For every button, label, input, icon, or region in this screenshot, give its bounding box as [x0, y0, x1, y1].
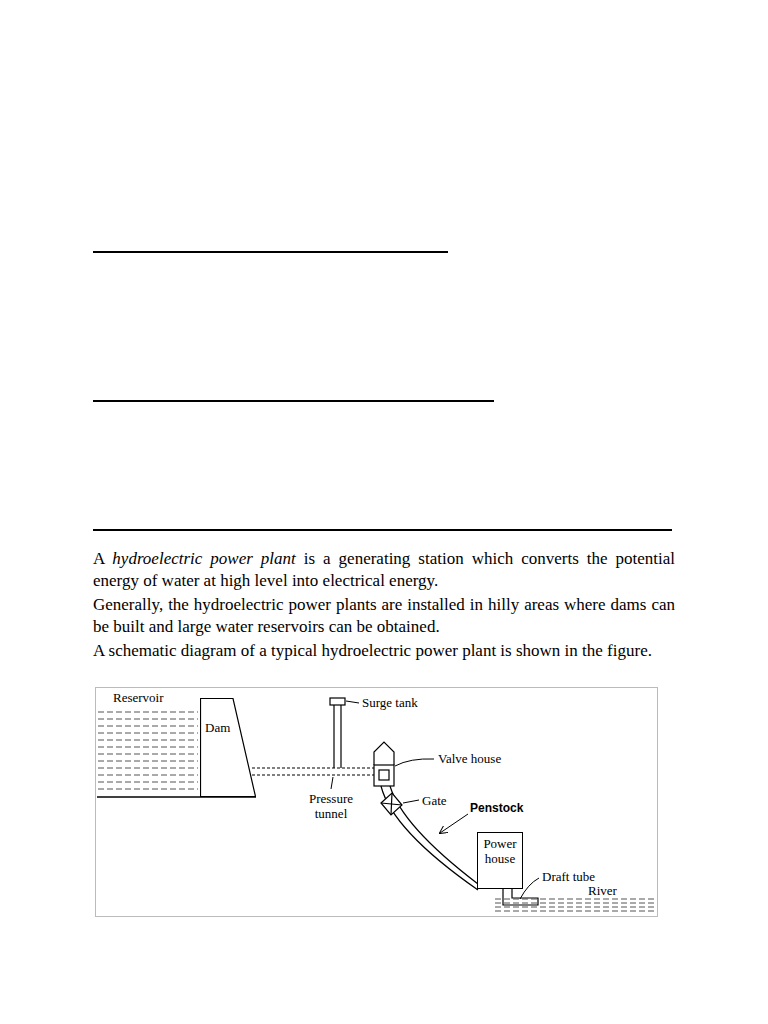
water-stroke — [495, 903, 655, 904]
term-italic: hydroelectric power plant — [112, 549, 295, 568]
part-label: River — [588, 883, 617, 898]
water-stroke — [98, 768, 198, 769]
dam: Dam — [200, 698, 256, 797]
dam-shape — [201, 699, 256, 797]
water-stroke — [98, 733, 198, 734]
water-stroke — [98, 782, 198, 783]
draft-tube — [503, 888, 538, 905]
pressure-tunnel — [252, 768, 374, 775]
node-text: Dam — [200, 698, 256, 735]
water-stroke — [98, 719, 198, 720]
water-stroke — [98, 726, 198, 727]
valve-house — [374, 742, 394, 786]
water-stroke — [98, 712, 198, 713]
reservoir-water — [98, 712, 198, 789]
part-label: Pressure tunnel — [298, 791, 364, 821]
water-stroke — [98, 754, 198, 755]
surge-tank — [330, 698, 345, 768]
water-stroke — [98, 740, 198, 741]
paragraph: Generally, the hydroelectric power plant… — [93, 594, 675, 638]
gate-symbol — [381, 793, 402, 815]
dam-outline — [200, 698, 256, 797]
node-text: Power house — [479, 836, 521, 866]
part-label: Surge tank — [362, 695, 418, 710]
water-stroke — [98, 747, 198, 748]
river-water — [495, 899, 655, 911]
part-label: Penstock — [470, 801, 523, 816]
paragraph: A schematic diagram of a typical hydroel… — [93, 640, 675, 662]
water-stroke — [98, 789, 198, 790]
part-label: Reservoir — [113, 690, 164, 705]
figure-frame — [96, 688, 658, 917]
water-stroke — [98, 775, 198, 776]
part-label: Valve house — [438, 751, 501, 766]
part-label: Gate — [422, 793, 447, 808]
power-house: Power house — [477, 832, 523, 889]
penstock — [381, 786, 478, 890]
water-stroke — [495, 907, 655, 908]
water-stroke — [98, 761, 198, 762]
paragraph: A hydroelectric power plant is a generat… — [93, 548, 675, 592]
leader-lines — [331, 701, 539, 899]
water-stroke — [495, 899, 655, 900]
rules — [93, 252, 672, 530]
part-label: Draft tube — [542, 869, 595, 884]
paragraph-text: A — [93, 549, 104, 568]
water-stroke — [495, 911, 655, 912]
